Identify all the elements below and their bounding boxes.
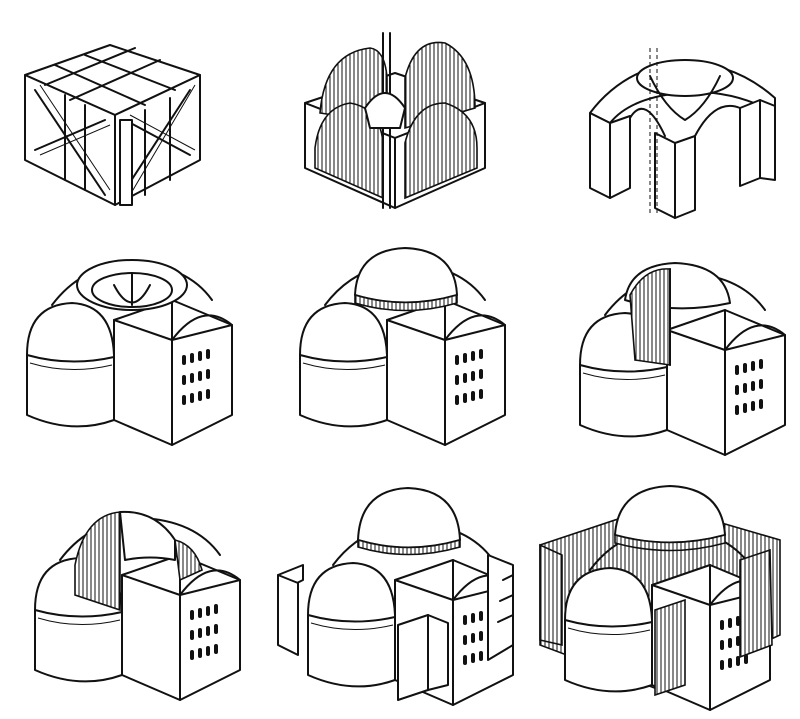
stage-4-open-ring-church: [26, 259, 233, 446]
stage-2-vault-centering: [304, 32, 486, 209]
stage-1-scaffold-box: [24, 44, 201, 206]
stage-6-domed-church-cutaway: [579, 262, 786, 456]
stage-9-hatched-buttressed-church: [539, 485, 781, 711]
stage-3-pendentive-piers: [589, 48, 776, 219]
stage-5-domed-church: [299, 247, 506, 446]
stage-8-buttressed-church: [277, 487, 514, 706]
stage-7-cutaway-church: [34, 510, 241, 701]
